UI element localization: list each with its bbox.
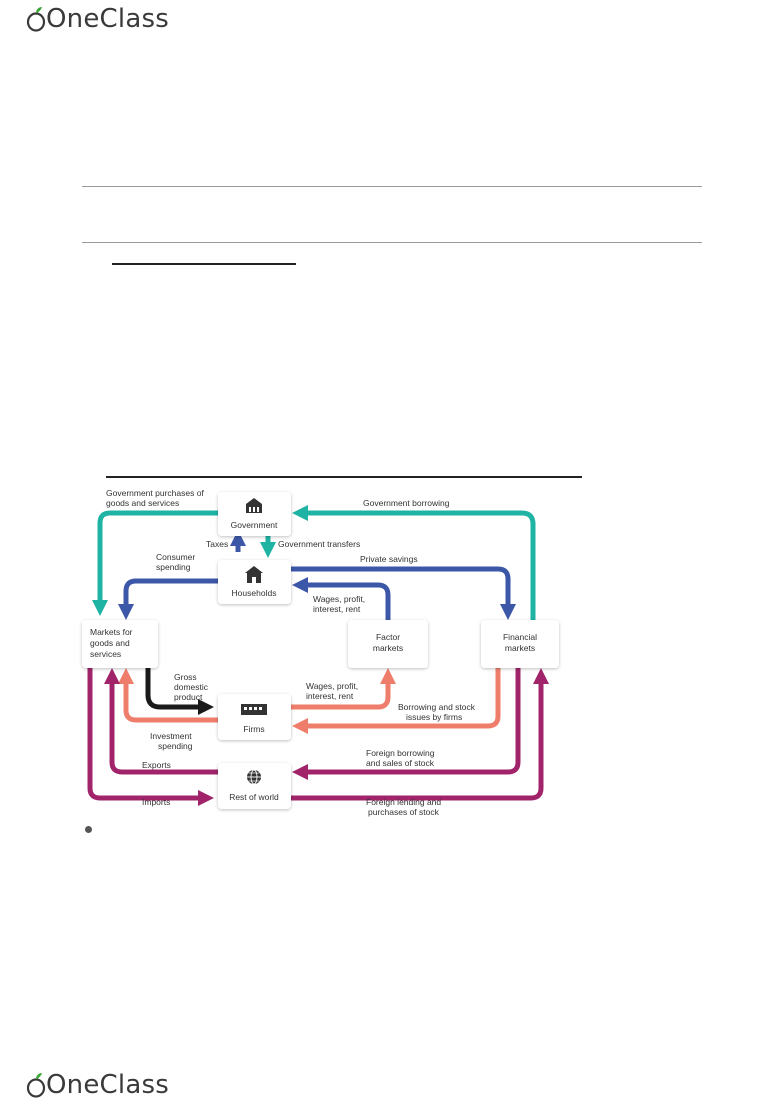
- factory-icon: [241, 704, 267, 715]
- node-financial-markets: Financial markets: [481, 620, 559, 668]
- label-wages-mid-2: interest, rent: [306, 691, 354, 701]
- label-imports: Imports: [142, 797, 170, 807]
- node-label-factor-1: Factor: [376, 632, 400, 642]
- node-label-factor-2: markets: [373, 643, 403, 653]
- label-gdp-2: domestic: [174, 682, 209, 692]
- flow-gdp: [145, 668, 215, 716]
- flow-wages-top: [291, 576, 391, 620]
- label-wages-top-1: Wages, profit,: [313, 594, 365, 604]
- flow-foreign-lending: [291, 667, 550, 801]
- apple-logo-icon: [26, 1073, 46, 1098]
- label-foreign-lending-2: purchases of stock: [368, 807, 440, 817]
- flow-investment-spending: [117, 667, 218, 723]
- node-households: Households: [218, 560, 291, 604]
- divider-top: [82, 186, 702, 187]
- heading-underline-long: [106, 476, 582, 478]
- flow-consumer-spending: [117, 578, 218, 621]
- label-private-savings: Private savings: [360, 554, 418, 564]
- flow-imports: [87, 668, 215, 807]
- heading-underline-short: [112, 263, 296, 265]
- divider-second: [82, 242, 702, 243]
- node-firms: Firms: [218, 694, 291, 740]
- house-icon: [245, 566, 263, 583]
- label-foreign-lending-1: Foreign lending and: [366, 797, 441, 807]
- label-investment-2: spending: [158, 741, 193, 751]
- node-rest-of-world: Rest of world: [218, 763, 291, 809]
- node-label-financial-1: Financial: [503, 632, 537, 642]
- node-label-rest-of-world: Rest of world: [229, 792, 279, 802]
- node-label-markets-goods-1: Markets for: [90, 627, 133, 637]
- brand-name: OneClass: [46, 4, 169, 34]
- node-label-markets-goods-3: services: [90, 649, 121, 659]
- flow-gov-purchases: [91, 510, 218, 617]
- label-gov-borrowing: Government borrowing: [363, 498, 450, 508]
- label-foreign-borrowing-1: Foreign borrowing: [366, 748, 435, 758]
- flow-gov-borrowing: [291, 504, 536, 620]
- label-gov-purchases-1: Government purchases of: [106, 488, 204, 498]
- label-gov-purchases-2: goods and services: [106, 498, 179, 508]
- label-foreign-borrowing-2: and sales of stock: [366, 758, 435, 768]
- node-government: Government: [218, 492, 291, 536]
- oneclass-logo-bottom: OneClass: [26, 1070, 169, 1100]
- label-taxes: Taxes: [206, 539, 228, 549]
- label-consumer-2: spending: [156, 562, 191, 572]
- label-exports: Exports: [142, 760, 171, 770]
- flow-foreign-borrowing: [291, 668, 521, 781]
- flow-private-savings: [291, 566, 517, 621]
- label-borrowing-2: issues by firms: [406, 712, 462, 722]
- label-gov-transfers: Government transfers: [278, 539, 360, 549]
- label-borrowing-1: Borrowing and stock: [398, 702, 476, 712]
- apple-logo-icon: [26, 7, 46, 32]
- list-bullet: [85, 826, 92, 833]
- node-label-firms: Firms: [243, 724, 264, 734]
- government-building-icon: [246, 498, 262, 513]
- node-factor-markets: Factor markets: [348, 620, 428, 668]
- circular-flow-diagram: Government Households Markets for goods …: [82, 488, 559, 817]
- flow-exports: [103, 667, 218, 775]
- globe-icon: [247, 769, 261, 785]
- node-label-markets-goods-2: goods and: [90, 638, 130, 648]
- label-gdp-3: product: [174, 692, 203, 702]
- flow-borrowing-firms: [291, 668, 501, 735]
- node-markets-goods: Markets for goods and services: [82, 620, 158, 668]
- brand-name: OneClass: [46, 1070, 169, 1100]
- label-consumer-1: Consumer: [156, 552, 195, 562]
- node-label-government: Government: [231, 520, 278, 530]
- label-wages-mid-1: Wages, profit,: [306, 681, 358, 691]
- label-wages-top-2: interest, rent: [313, 604, 361, 614]
- flow-wages-mid: [291, 667, 397, 710]
- node-label-households: Households: [232, 588, 277, 598]
- oneclass-logo-top: OneClass: [26, 4, 169, 34]
- label-investment-1: Investment: [150, 731, 192, 741]
- label-gdp-1: Gross: [174, 672, 197, 682]
- node-label-financial-2: markets: [505, 643, 535, 653]
